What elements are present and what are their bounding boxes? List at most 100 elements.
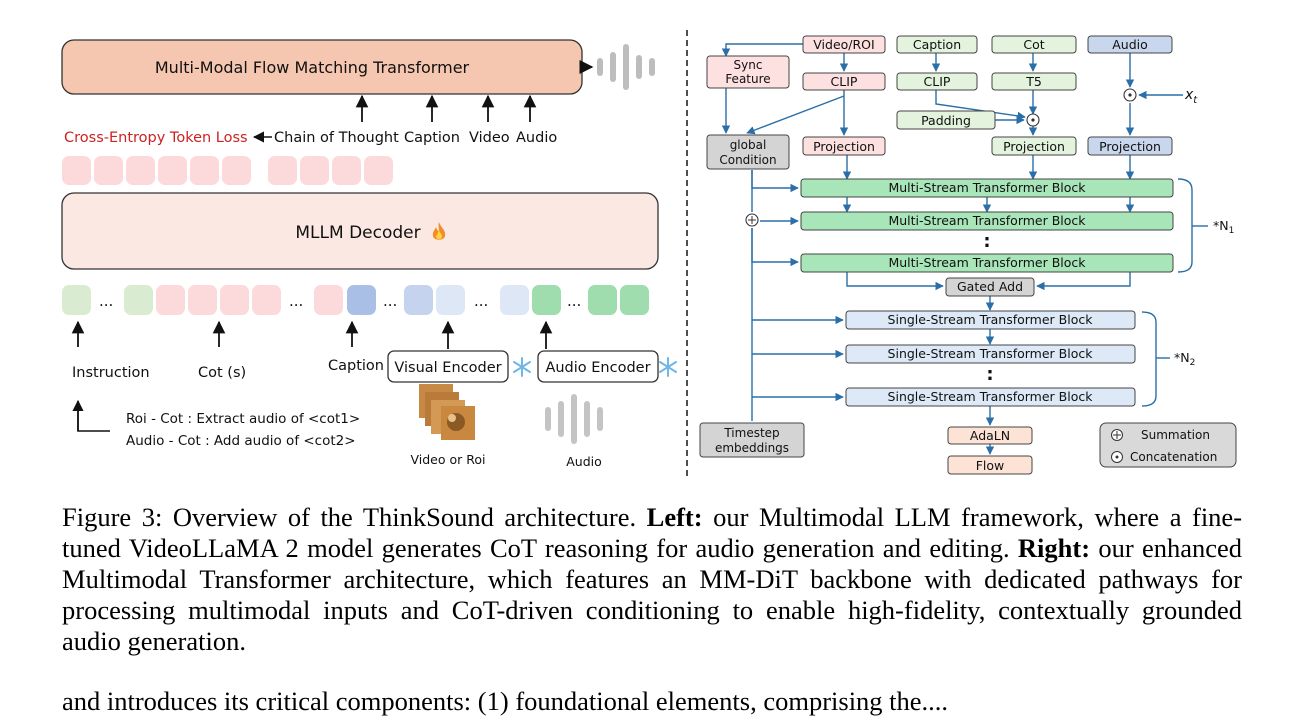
input-token: [124, 285, 153, 315]
projection-text-label: Projection: [1003, 139, 1065, 154]
gated-add-box: [945, 277, 1035, 297]
output-audio-label: Audio: [516, 130, 557, 146]
flow-label: Flow: [976, 458, 1005, 473]
video-or-roi-label: Video or Roi: [411, 452, 486, 467]
ellipsis: ...: [99, 292, 113, 310]
output-token: [94, 156, 123, 185]
padding-box: [896, 110, 996, 130]
n1-label: *N1: [1213, 218, 1234, 236]
output-token: [126, 156, 155, 185]
video-roi-box: [802, 35, 886, 54]
roi-cot-note: Roi - Cot : Extract audio of <cot1>: [126, 411, 360, 427]
input-token: [588, 285, 617, 315]
flow-transformer-label: Multi-Modal Flow Matching Transformer: [155, 58, 470, 77]
global-condition-label: global: [730, 138, 767, 152]
audio-input-label: Audio: [1112, 37, 1148, 52]
multi-stream-block: [800, 253, 1174, 273]
n1-bracket: [1177, 178, 1193, 273]
legend-box: [1099, 422, 1237, 468]
output-token: [62, 156, 91, 185]
audio-encoder-box: [537, 350, 659, 383]
cot-input-box: [991, 35, 1077, 54]
cot-input-label: Cot: [1023, 37, 1044, 52]
output-token: [222, 156, 251, 185]
left-panel: Multi-Modal Flow Matching Transformer Cr…: [61, 39, 677, 469]
ellipsis: ...: [474, 292, 488, 310]
t5-label: T5: [1025, 74, 1042, 89]
single-stream-block: [845, 344, 1136, 364]
output-token: [332, 156, 361, 185]
global-condition-box: [706, 134, 790, 170]
mllm-decoder-box: [61, 192, 659, 270]
single-stream-block-label: Single-Stream Transformer Block: [888, 312, 1094, 327]
body-text-line: and introduces its critical components: …: [62, 686, 949, 716]
input-token: [347, 285, 376, 315]
audio-cot-note: Audio - Cot : Add audio of <cot2>: [126, 433, 356, 449]
vertical-ellipsis: :: [983, 231, 990, 252]
mllm-decoder-label: MLLM Decoder: [295, 223, 420, 243]
fire-icon: [432, 222, 446, 240]
audio-waveform-label: Audio: [566, 454, 602, 469]
thinksound-architecture-figure: Multi-Modal Flow Matching Transformer Cr…: [61, 30, 1237, 478]
ellipsis: ...: [383, 292, 397, 310]
n2-bracket: [1141, 311, 1157, 407]
single-stream-block-label: Single-Stream Transformer Block: [888, 389, 1094, 404]
single-stream-block-label: Single-Stream Transformer Block: [888, 346, 1094, 361]
legend-summation-label: Summation: [1141, 428, 1210, 442]
audio-waveform-icon: [597, 44, 655, 90]
sync-feature-box: [706, 55, 790, 89]
timestep-embeddings-box: [699, 422, 805, 458]
ellipsis: ...: [567, 292, 581, 310]
caption-left-text: our Multimodal LLM framework, where a fi…: [62, 502, 1243, 563]
clip-video-label: CLIP: [831, 74, 858, 89]
timestep-embeddings-label: Timestep: [723, 426, 779, 440]
clip-caption-box: [896, 72, 978, 91]
input-token: [220, 285, 249, 315]
input-token: [252, 285, 281, 315]
projection-audio-box: [1087, 136, 1173, 156]
input-token: [62, 285, 91, 315]
cot-label: Cot (s): [198, 365, 246, 381]
visual-encoder-label: Visual Encoder: [394, 360, 501, 376]
single-stream-block: [845, 310, 1136, 330]
t5-box: [991, 72, 1077, 91]
audio-input-box: [1087, 35, 1173, 54]
output-token: [364, 156, 393, 185]
adaln-box: [947, 426, 1033, 445]
output-token: [268, 156, 297, 185]
caption-label: Figure 3: Overview of the ThinkSound arc…: [62, 502, 637, 532]
input-token: [314, 285, 343, 315]
input-token: [156, 285, 185, 315]
snowflake-icon: [659, 357, 677, 377]
n2-label: *N2: [1174, 350, 1195, 368]
projection-video-box: [802, 136, 886, 156]
input-token: [620, 285, 649, 315]
single-stream-block: [845, 387, 1136, 407]
projection-video-label: Projection: [813, 139, 875, 154]
caption-input-box: [896, 35, 978, 54]
gated-add-label: Gated Add: [957, 279, 1023, 294]
output-token: [190, 156, 219, 185]
sync-feature-label: Sync: [734, 58, 763, 72]
caption-right-text: our enhanced Multimodal Transformer arch…: [62, 533, 1243, 656]
vertical-ellipsis: :: [986, 364, 993, 385]
input-tokens: [62, 285, 649, 315]
xt-label: xt: [1184, 87, 1198, 106]
multi-stream-block-label: Multi-Stream Transformer Block: [888, 255, 1086, 270]
cross-entropy-loss-label: Cross-Entropy Token Loss: [64, 130, 248, 146]
video-frames-image: [419, 384, 475, 440]
projection-audio-label: Projection: [1099, 139, 1161, 154]
audio-encoder-label: Audio Encoder: [545, 360, 650, 376]
instruction-label: Instruction: [72, 365, 150, 381]
caption-label: Caption: [328, 358, 384, 374]
output-token: [300, 156, 329, 185]
output-token: [158, 156, 187, 185]
input-token: [436, 285, 465, 315]
global-condition-label: Condition: [719, 153, 776, 167]
multi-stream-block: [800, 211, 1174, 231]
flow-box: [947, 455, 1033, 475]
clip-caption-label: CLIP: [924, 74, 951, 89]
input-token: [532, 285, 561, 315]
sync-feature-label: Feature: [725, 72, 770, 86]
adaln-label: AdaLN: [970, 428, 1010, 443]
